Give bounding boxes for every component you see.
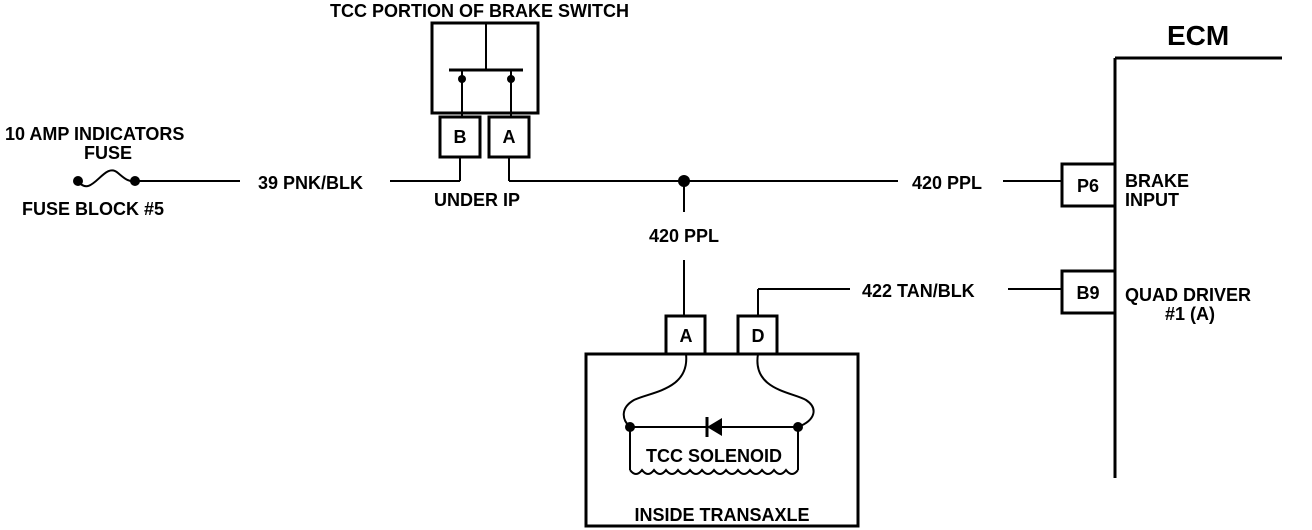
solenoid-coil (629, 468, 799, 475)
wire-39-pnk-blk-label: 39 PNK/BLK (258, 173, 363, 193)
switch-pin-a (487, 115, 531, 159)
ecm-pin-b9-label: B9 (1076, 283, 1099, 303)
ecm-pin-b9 (1060, 269, 1117, 315)
inside-transaxle-label: INSIDE TRANSAXLE (634, 505, 809, 525)
ecm-pin-p6-label: P6 (1077, 176, 1099, 196)
wire-422-tan-blk-label: 422 TAN/BLK (862, 281, 975, 301)
transaxle-pin-a-label: A (680, 326, 693, 346)
brake-switch: B A (430, 21, 540, 159)
ecm-pin-p6 (1060, 162, 1117, 208)
transaxle-body (584, 352, 860, 528)
wire-420-ppl-horizontal-label: 420 PPL (912, 173, 982, 193)
ecm-p6-desc-line1: BRAKE (1125, 171, 1189, 191)
switch-pin-a-label: A (503, 127, 516, 147)
fuse-label-line2: FUSE (84, 143, 132, 163)
transaxle: A D TCC SOLENOID INSIDE TRANSAXLE (584, 314, 860, 528)
transaxle-pin-d-label: D (752, 326, 765, 346)
transaxle-pin-a (664, 314, 707, 356)
ecm-p6-desc-line2: INPUT (1125, 190, 1179, 210)
tcc-solenoid-label: TCC SOLENOID (646, 446, 782, 466)
ecm-b9-desc-line2: #1 (A) (1165, 304, 1215, 324)
fuse-label-line1: 10 AMP INDICATORS (5, 124, 184, 144)
switch-location-label: UNDER IP (434, 190, 520, 210)
ecm-title: ECM (1167, 20, 1229, 51)
diode-symbol (705, 417, 722, 437)
fuse-block-label: FUSE BLOCK #5 (22, 199, 164, 219)
ecm-b9-desc-line1: QUAD DRIVER (1125, 285, 1251, 305)
wire-420-ppl-vertical-label: 420 PPL (649, 226, 719, 246)
switch-pin-b-label: B (454, 127, 467, 147)
brake-switch-title: TCC PORTION OF BRAKE SWITCH (330, 1, 629, 21)
fuse-symbol (73, 169, 140, 188)
